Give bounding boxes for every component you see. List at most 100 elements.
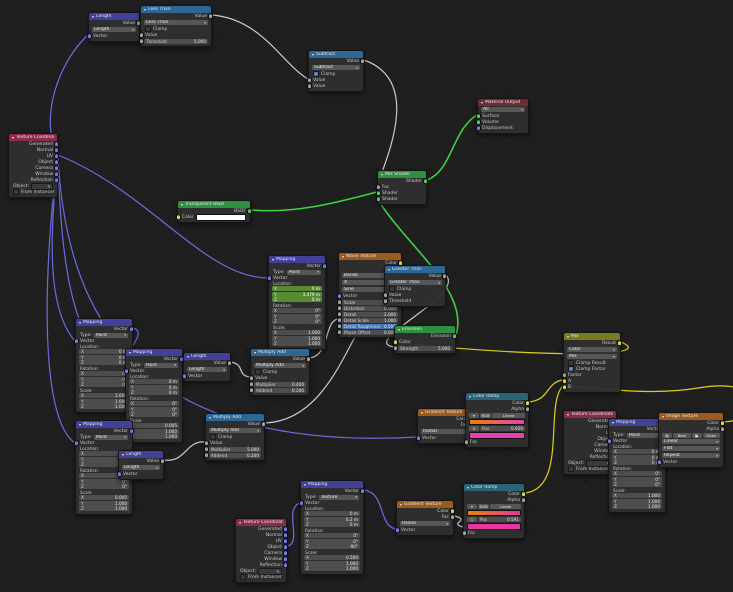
from-instancer-checkbox[interactable] [240,574,246,580]
node-header[interactable]: ▾Mapping [76,421,132,428]
normal-output-socket[interactable] [282,532,289,538]
collapse-arrow-icon[interactable]: ▾ [342,253,345,259]
node-header[interactable]: ▾Mapping [76,319,132,326]
stop-color-swatch[interactable] [469,432,525,439]
collapse-arrow-icon[interactable]: ▾ [662,413,665,419]
eyedropper-icon[interactable]: ✎ [276,568,280,574]
multiplier-input-socket[interactable] [248,381,255,387]
vector-input-socket[interactable] [86,33,93,39]
node-header[interactable]: ▾Texture Coordinate [9,134,57,141]
interpolation-dropdown[interactable]: Linear [490,503,521,509]
surface-input-socket[interactable] [475,113,482,119]
clamp-checkbox[interactable] [255,369,261,375]
detail-scale-input-socket[interactable] [336,317,343,323]
node-header[interactable]: ▾Transparent BSDF [178,201,250,208]
alpha-output-socket[interactable] [719,426,726,432]
node-header[interactable]: ▾Mapping [301,481,363,488]
normal-output-socket[interactable] [53,147,60,153]
fac-input-socket[interactable] [375,184,382,190]
collapse-arrow-icon[interactable]: ▾ [304,481,307,487]
value-output-socket[interactable] [226,360,233,366]
scale-input-socket[interactable] [336,299,343,305]
axis-field[interactable]: Y1.000 [129,428,179,434]
color-ramp-gradient[interactable] [467,509,521,516]
object-output-socket[interactable] [53,159,60,165]
collapse-arrow-icon[interactable]: ▾ [79,319,82,325]
value-output-socket[interactable] [159,458,166,464]
vector-input-socket[interactable] [415,435,422,441]
color-output-socket[interactable] [524,400,531,406]
axis-field[interactable]: Z0 m [612,460,662,465]
vector-input-socket[interactable] [336,293,343,299]
collapse-arrow-icon[interactable]: ▾ [312,51,315,57]
clamp-checkbox[interactable] [210,434,216,440]
collapse-arrow-icon[interactable]: ▾ [92,13,95,19]
less-than-dropdown[interactable]: Less Than▾ [144,20,208,25]
node-header[interactable]: ▾Mix [564,333,620,340]
stop-color-swatch[interactable] [467,523,521,530]
node-header[interactable]: ▾Texture Coordinate [564,411,616,418]
vector-input-socket[interactable] [298,500,305,506]
vector-input-socket[interactable] [73,440,80,446]
type-dropdown[interactable]: Texture▾ [318,494,359,500]
radial-dropdown[interactable]: Radial▾ [400,521,450,526]
axis-field[interactable]: Y0° [79,376,129,382]
length-dropdown[interactable]: Length▾ [187,367,227,372]
collapse-arrow-icon[interactable]: ▾ [612,419,615,425]
collapse-arrow-icon[interactable]: ▾ [272,256,275,262]
node-header[interactable]: ▾Image Texture [659,413,723,420]
displacement-input-socket[interactable] [475,125,482,131]
value-input-socket[interactable] [138,32,145,38]
collapse-arrow-icon[interactable]: ▾ [398,326,401,332]
collapse-arrow-icon[interactable]: ▾ [254,349,257,355]
bsdf-output-socket[interactable] [246,208,253,214]
clamp-factor-checkbox[interactable]: ✓ [568,366,574,372]
value-output-socket[interactable] [260,421,267,427]
value-output-socket[interactable] [305,356,312,362]
radial-dropdown[interactable]: Radial▾ [421,429,469,434]
color-output-socket[interactable] [520,491,527,497]
greater-than-dropdown[interactable]: Greater Than▾ [388,280,442,285]
ramp-tools-dropdown[interactable]: ▾ [467,503,477,509]
axis-field[interactable]: Z-90° [304,544,360,549]
node-header[interactable]: ▾Mapping [609,419,665,426]
color-output-socket[interactable] [449,508,456,514]
fac-output-socket[interactable] [449,514,456,520]
value-input-socket[interactable] [306,83,313,89]
image-browser-button[interactable]: ▤ [662,432,672,438]
type-dropdown[interactable]: Point▾ [93,332,128,338]
open-folder-icon[interactable]: ▣ [691,432,702,438]
axis-field[interactable]: X0.005 [129,423,179,428]
